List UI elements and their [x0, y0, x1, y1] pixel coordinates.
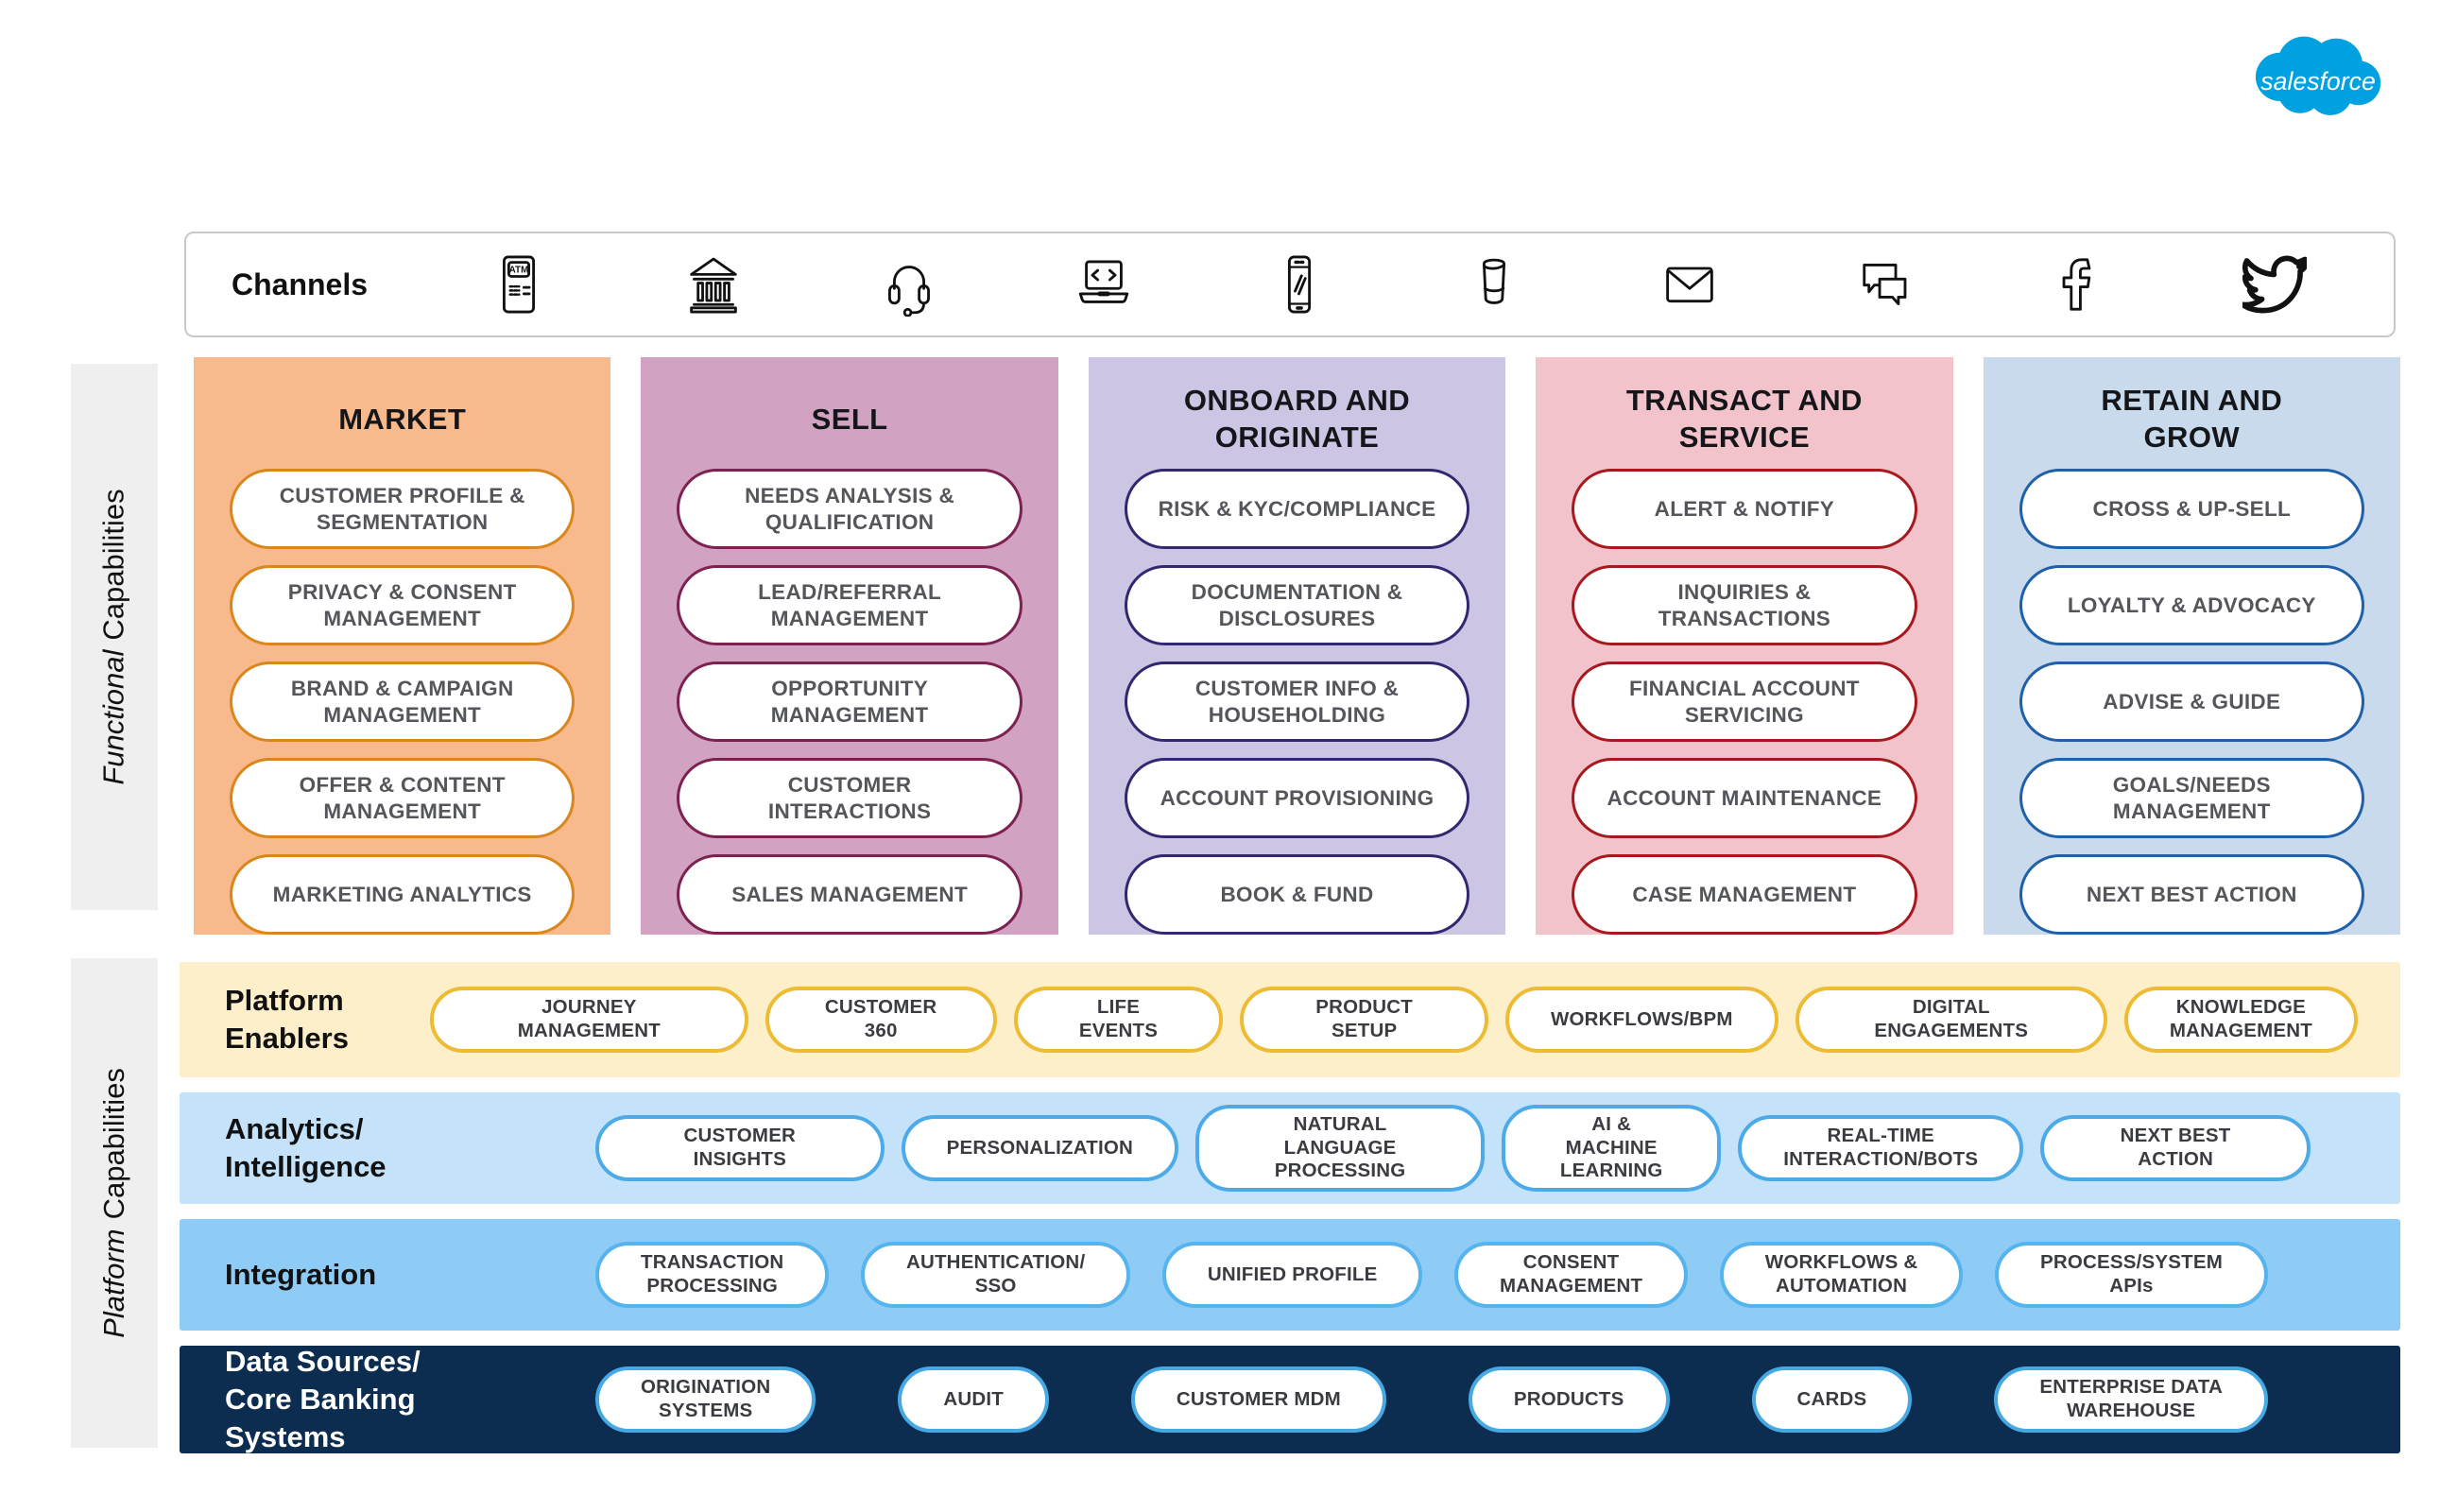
- platform-pill: PERSONALIZATION: [901, 1115, 1178, 1181]
- chat-icon: [1852, 252, 1916, 317]
- platform-pill: PRODUCTS: [1468, 1366, 1670, 1433]
- email-icon: [1658, 252, 1722, 317]
- platform-capabilities-label: PlatformCapabilities: [97, 1068, 130, 1338]
- capability-pill: LEAD/REFERRAL MANAGEMENT: [677, 565, 1022, 645]
- row-pills: TRANSACTION PROCESSING AUTHENTICATION/ S…: [595, 1242, 2400, 1308]
- column-transact-and-service: TRANSACT AND SERVICE ALERT & NOTIFY INQU…: [1536, 357, 1953, 935]
- functional-columns: MARKET CUSTOMER PROFILE & SEGMENTATION P…: [194, 357, 2400, 935]
- data-sources-core-banking-row: Data Sources/ Core Banking Systems ORIGI…: [180, 1345, 2400, 1453]
- capability-pill: PRIVACY & CONSENT MANAGEMENT: [230, 565, 576, 645]
- channels-label: Channels: [232, 266, 369, 301]
- platform-pill: DIGITAL ENGAGEMENTS: [1795, 987, 2107, 1053]
- column-onboard-and-originate: ONBOARD AND ORIGINATE RISK & KYC/COMPLIA…: [1088, 357, 1506, 935]
- column-title: ONBOARD AND ORIGINATE: [1183, 384, 1411, 454]
- functional-capabilities-label: FunctionalCapabilities: [97, 489, 131, 785]
- row-label: Integration: [225, 1257, 377, 1291]
- capability-pill: NEEDS ANALYSIS & QUALIFICATION: [677, 469, 1022, 549]
- platform-pill: PRODUCT SETUP: [1240, 987, 1488, 1053]
- capability-pill: DOCUMENTATION & DISCLOSURES: [1124, 565, 1470, 645]
- platform-pill: LIFE EVENTS: [1013, 987, 1224, 1053]
- platform-pill: NEXT BEST ACTION: [2040, 1115, 2311, 1181]
- channel-icons: ATM: [458, 252, 2394, 317]
- platform-enablers-row: Platform Enablers JOURNEY MANAGEMENT CUS…: [180, 962, 2400, 1077]
- capability-pill: ACCOUNT PROVISIONING: [1124, 758, 1470, 838]
- analytics-intelligence-row: Analytics/ Intelligence CUSTOMER INSIGHT…: [180, 1092, 2400, 1204]
- capability-pill: CROSS & UP-SELL: [2019, 469, 2364, 549]
- platform-pill: AUDIT: [898, 1366, 1049, 1433]
- column-market: MARKET CUSTOMER PROFILE & SEGMENTATION P…: [194, 357, 611, 935]
- contact-center-headset-icon: [877, 252, 941, 317]
- platform-pill: KNOWLEDGE MANAGEMENT: [2123, 987, 2358, 1053]
- column-retain-and-grow: RETAIN AND GROW CROSS & UP-SELL LOYALTY …: [1983, 357, 2400, 935]
- capability-pill: ADVISE & GUIDE: [2019, 662, 2364, 742]
- channels-bar: Channels ATM: [184, 232, 2396, 337]
- capability-pill: CASE MANAGEMENT: [1572, 854, 1917, 935]
- capability-pill: BRAND & CAMPAIGN MANAGEMENT: [230, 662, 576, 742]
- capability-pill: ACCOUNT MAINTENANCE: [1572, 758, 1917, 838]
- platform-pill: CUSTOMER MDM: [1130, 1366, 1386, 1433]
- platform-pill: WORKFLOWS/BPM: [1504, 987, 1778, 1053]
- platform-pill: JOURNEY MANAGEMENT: [430, 987, 748, 1053]
- capability-pill: BOOK & FUND: [1124, 854, 1470, 935]
- platform-pill: REAL-TIME INTERACTION/BOTS: [1738, 1115, 2024, 1181]
- platform-pill: AI & MACHINE LEARNING: [1502, 1105, 1722, 1192]
- platform-pill: WORKFLOWS & AUTOMATION: [1719, 1242, 1964, 1308]
- row-pills: ORIGINATION SYSTEMS AUDIT CUSTOMER MDM P…: [595, 1366, 2400, 1433]
- platform-pill: CUSTOMER INSIGHTS: [595, 1115, 885, 1181]
- atm-icon: ATM: [487, 252, 551, 317]
- facebook-icon: [2048, 252, 2112, 317]
- column-title: RETAIN AND GROW: [2101, 384, 2283, 454]
- row-pills: CUSTOMER INSIGHTS PERSONALIZATION NATURA…: [595, 1105, 2400, 1192]
- svg-text:ATM: ATM: [509, 266, 529, 276]
- row-pills: JOURNEY MANAGEMENT CUSTOMER 360 LIFE EVE…: [430, 987, 2400, 1053]
- salesforce-logo-text: salesforce: [2260, 67, 2376, 95]
- platform-pill: CARDS: [1751, 1366, 1913, 1433]
- capability-pill: CUSTOMER INTERACTIONS: [677, 758, 1022, 838]
- integration-row: Integration TRANSACTION PROCESSING AUTHE…: [180, 1219, 2400, 1331]
- capability-pill: CUSTOMER PROFILE & SEGMENTATION: [230, 469, 576, 549]
- capability-pill: OFFER & CONTENT MANAGEMENT: [230, 758, 576, 838]
- online-banking-laptop-icon: [1072, 252, 1136, 317]
- platform-pill: ORIGINATION SYSTEMS: [595, 1366, 816, 1433]
- smart-speaker-icon: [1462, 252, 1526, 317]
- capability-pill: RISK & KYC/COMPLIANCE: [1124, 469, 1470, 549]
- row-label: Platform Enablers: [225, 983, 349, 1055]
- capability-pill: OPPORTUNITY MANAGEMENT: [677, 662, 1022, 742]
- capability-pill: FINANCIAL ACCOUNT SERVICING: [1572, 662, 1917, 742]
- salesforce-logo: salesforce: [2242, 26, 2393, 138]
- functional-capabilities-band: FunctionalCapabilities: [71, 364, 158, 910]
- column-sell: SELL NEEDS ANALYSIS & QUALIFICATION LEAD…: [641, 357, 1058, 935]
- platform-pill: TRANSACTION PROCESSING: [595, 1242, 830, 1308]
- platform-capabilities-band: PlatformCapabilities: [71, 958, 158, 1448]
- column-title: TRANSACT AND SERVICE: [1625, 384, 1863, 454]
- capability-pill: CUSTOMER INFO & HOUSEHOLDING: [1124, 662, 1470, 742]
- platform-pill: CONSENT MANAGEMENT: [1454, 1242, 1689, 1308]
- row-label: Analytics/ Intelligence: [225, 1111, 387, 1183]
- capability-pill: MARKETING ANALYTICS: [230, 854, 576, 935]
- column-title: SELL: [811, 402, 888, 436]
- capability-pill: LOYALTY & ADVOCACY: [2019, 565, 2364, 645]
- platform-pill: AUTHENTICATION/ SSO: [860, 1242, 1131, 1308]
- twitter-icon: [2242, 252, 2307, 317]
- salesforce-cloud-icon: salesforce: [2255, 36, 2381, 115]
- mobile-phone-icon: [1267, 252, 1332, 317]
- column-title: MARKET: [338, 402, 467, 436]
- row-label: Data Sources/ Core Banking Systems: [225, 1344, 421, 1454]
- capability-pill: ALERT & NOTIFY: [1572, 469, 1917, 549]
- capability-pill: SALES MANAGEMENT: [677, 854, 1022, 935]
- platform-pill: NATURAL LANGUAGE PROCESSING: [1195, 1105, 1486, 1192]
- capability-pill: GOALS/NEEDS MANAGEMENT: [2019, 758, 2364, 838]
- capability-pill: INQUIRIES & TRANSACTIONS: [1572, 565, 1917, 645]
- platform-pill: ENTERPRISE DATA WAREHOUSE: [1994, 1366, 2268, 1433]
- platform-pill: CUSTOMER 360: [765, 987, 997, 1053]
- bank-branch-icon: [681, 252, 746, 317]
- platform-pill: PROCESS/SYSTEM APIs: [1994, 1242, 2268, 1308]
- capability-pill: NEXT BEST ACTION: [2019, 854, 2364, 935]
- platform-pill: UNIFIED PROFILE: [1161, 1242, 1423, 1308]
